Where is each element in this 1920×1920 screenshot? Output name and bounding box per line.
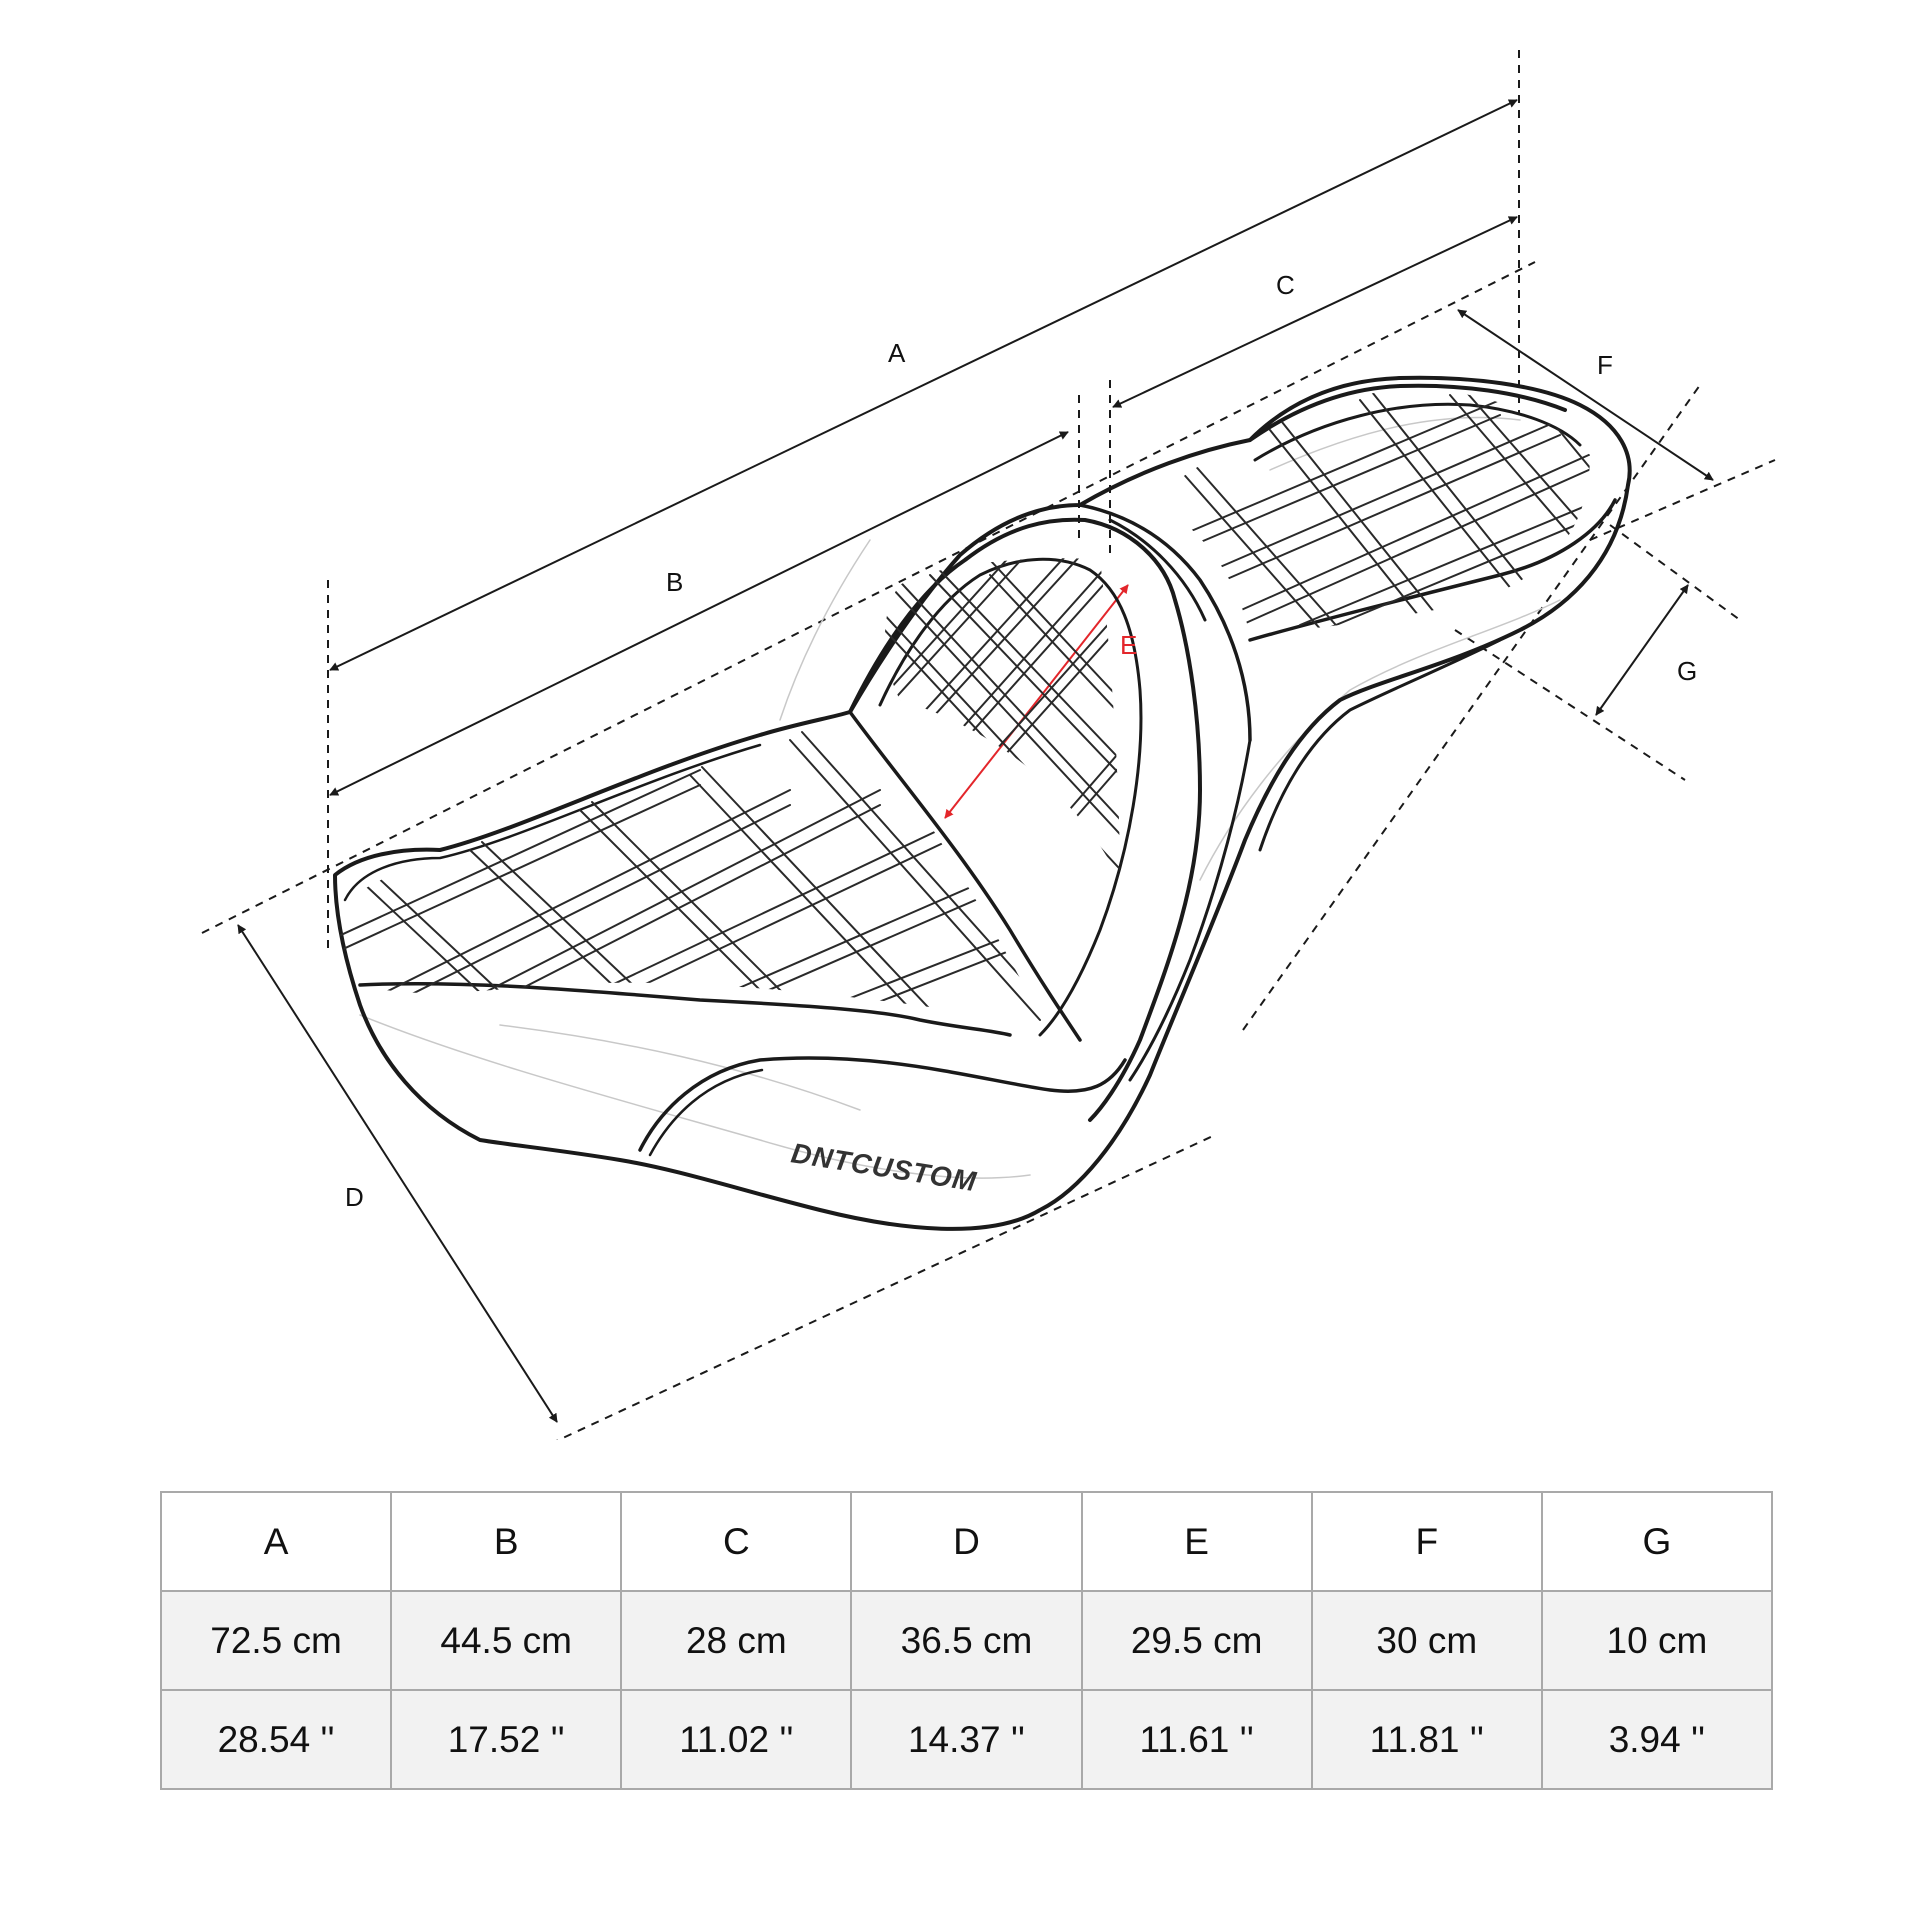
dimension-labels: A B C D E F G bbox=[345, 270, 1697, 1212]
dimension-f-arrow bbox=[1457, 309, 1714, 481]
label-f: F bbox=[1597, 350, 1613, 380]
label-a: A bbox=[888, 338, 906, 368]
header-cell-e: E bbox=[1080, 1491, 1313, 1592]
metric-cell-a: 72.5 cm bbox=[159, 1590, 393, 1691]
header-cell-a: A bbox=[159, 1491, 393, 1592]
header-cell-c: C bbox=[620, 1491, 853, 1592]
imperial-cell-g: 3.94 '' bbox=[1540, 1689, 1774, 1790]
imperial-cell-a: 28.54 '' bbox=[159, 1689, 393, 1790]
imperial-cell-f: 11.81 '' bbox=[1310, 1689, 1543, 1790]
header-cell-d: D bbox=[850, 1491, 1083, 1592]
metric-cell-g: 10 cm bbox=[1540, 1590, 1774, 1691]
imperial-cell-b: 17.52 '' bbox=[390, 1689, 623, 1790]
label-b: B bbox=[666, 567, 683, 597]
dimension-e-arrow bbox=[944, 584, 1129, 819]
metric-cell-c: 28 cm bbox=[620, 1590, 853, 1691]
dimension-g-arrow bbox=[1595, 584, 1689, 716]
metric-cell-e: 29.5 cm bbox=[1080, 1590, 1313, 1691]
imperial-cell-e: 11.61 '' bbox=[1080, 1689, 1313, 1790]
label-d: D bbox=[345, 1182, 364, 1212]
dimension-b-arrow bbox=[329, 431, 1069, 796]
brand-logo: DNTCUSTOM bbox=[789, 1137, 979, 1197]
seat-outline bbox=[333, 375, 1632, 1231]
label-g: G bbox=[1677, 656, 1697, 686]
label-e: E bbox=[1120, 630, 1137, 660]
dimension-c-arrow bbox=[1112, 216, 1518, 408]
label-c: C bbox=[1276, 270, 1295, 300]
imperial-cell-d: 14.37 '' bbox=[850, 1689, 1083, 1790]
guide-lines bbox=[201, 50, 1776, 1440]
table-header-row: A B C D E F G bbox=[159, 1491, 1774, 1592]
dimension-a-arrow bbox=[329, 99, 1518, 671]
table-row-metric: 72.5 cm 44.5 cm 28 cm 36.5 cm 29.5 cm 30… bbox=[159, 1590, 1774, 1691]
header-cell-g: G bbox=[1540, 1491, 1774, 1592]
brand-logo-text: DNTCUSTOM bbox=[789, 1137, 979, 1197]
metric-cell-d: 36.5 cm bbox=[850, 1590, 1083, 1691]
table-row-imperial: 28.54 '' 17.52 '' 11.02 '' 14.37 '' 11.6… bbox=[159, 1689, 1774, 1790]
dimension-arrows bbox=[237, 99, 1714, 1423]
metric-cell-b: 44.5 cm bbox=[390, 1590, 623, 1691]
header-cell-f: F bbox=[1310, 1491, 1543, 1592]
dimension-d-arrow bbox=[237, 924, 558, 1423]
metric-cell-f: 30 cm bbox=[1310, 1590, 1543, 1691]
imperial-cell-c: 11.02 '' bbox=[620, 1689, 853, 1790]
seat-dimension-diagram: DNTCUSTOM A B C D E F G bbox=[201, 50, 1776, 1440]
seat-illustration bbox=[333, 375, 1632, 1231]
header-cell-b: B bbox=[390, 1491, 623, 1592]
dimension-table: A B C D E F G 72.5 cm 44.5 cm 28 cm 36.5… bbox=[159, 1491, 1774, 1790]
